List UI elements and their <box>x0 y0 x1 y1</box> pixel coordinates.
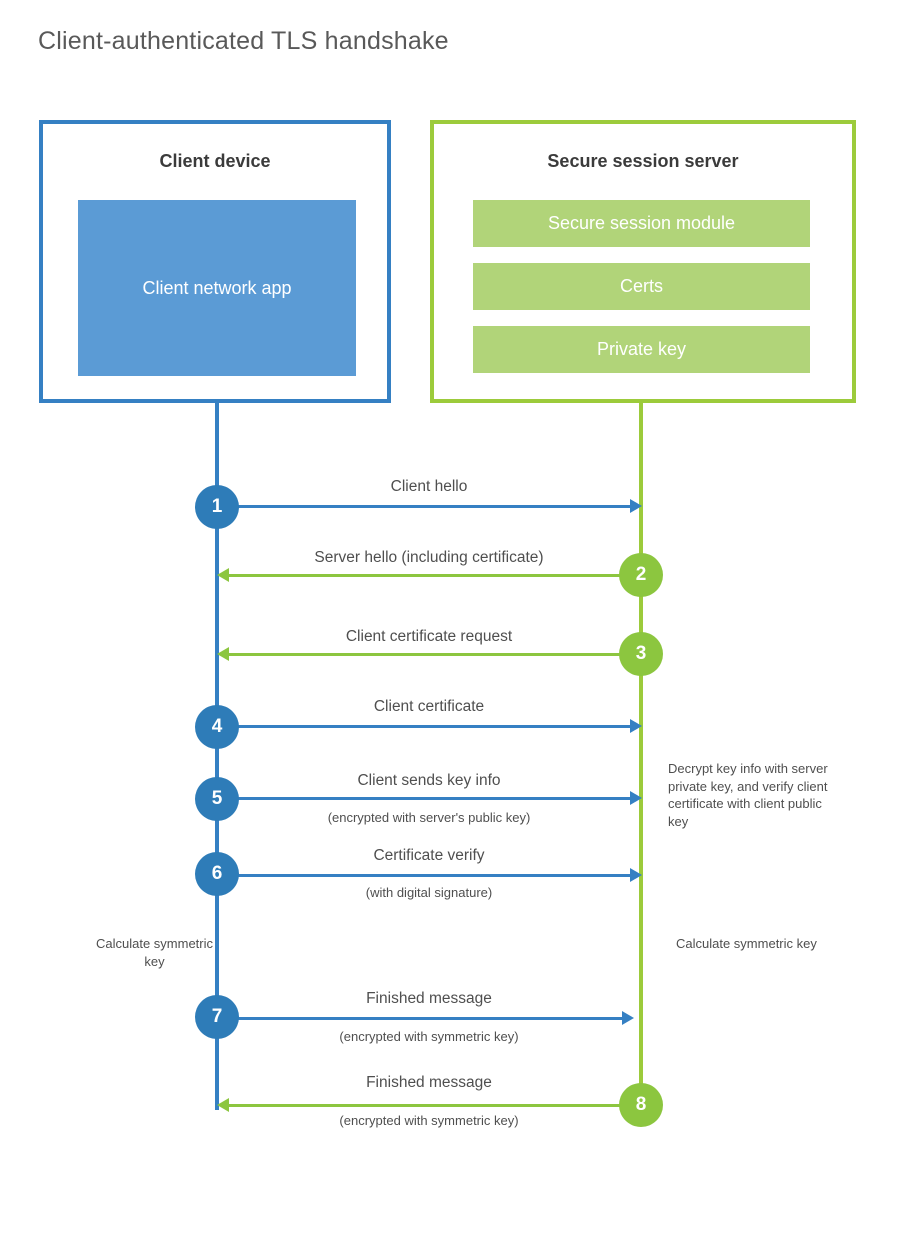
step-6-circle[interactable]: 6 <box>195 852 239 896</box>
server-lifeline <box>639 403 643 1105</box>
private-key-panel: Private key <box>473 326 810 373</box>
step-2-circle[interactable]: 2 <box>619 553 663 597</box>
step-5-arrow-head-icon <box>630 791 642 805</box>
step-1-label: Client hello <box>390 478 468 495</box>
step-5-sublabel: (encrypted with server's public key) <box>327 810 531 825</box>
step-8-arrow-head-icon <box>217 1098 229 1112</box>
step-6-arrow-head-icon <box>630 868 642 882</box>
secure-session-server-box: Secure session server Secure session mod… <box>430 120 856 403</box>
step-3-label: Client certificate request <box>345 628 513 645</box>
step-2-arrow-head-icon <box>217 568 229 582</box>
step-7-arrow-line <box>230 1017 622 1020</box>
step-1-circle[interactable]: 1 <box>195 485 239 529</box>
step-6-sublabel: (with digital signature) <box>365 885 493 900</box>
client-device-box: Client device Client network app <box>39 120 391 403</box>
step-2-label: Server hello (including certificate) <box>314 549 544 566</box>
step-4-label: Client certificate <box>373 698 485 715</box>
secure-session-module-panel: Secure session module <box>473 200 810 247</box>
step-3-arrow-line <box>229 653 629 656</box>
step-8-sublabel: (encrypted with symmetric key) <box>339 1113 519 1128</box>
step-8-circle[interactable]: 8 <box>619 1083 663 1127</box>
step-7-label: Finished message <box>366 990 492 1007</box>
client-lifeline <box>215 403 219 1110</box>
step-5-arrow-line <box>230 797 630 800</box>
step-5-circle[interactable]: 5 <box>195 777 239 821</box>
secure-session-server-title: Secure session server <box>547 151 739 171</box>
step-1-arrow-head-icon <box>630 499 642 513</box>
step-6-arrow-line <box>230 874 630 877</box>
step-7-arrow-head-icon <box>622 1011 634 1025</box>
step-3-arrow-head-icon <box>217 647 229 661</box>
step-8-arrow-line <box>229 1104 629 1107</box>
client-device-title: Client device <box>159 151 271 171</box>
page-title: Client-authenticated TLS handshake <box>38 27 449 55</box>
step-6-label: Certificate verify <box>373 847 485 864</box>
client-network-app-panel: Client network app <box>78 200 356 376</box>
step-1-arrow-line <box>230 505 630 508</box>
step-5-label: Client sends key info <box>357 772 501 789</box>
step-4-circle[interactable]: 4 <box>195 705 239 749</box>
step-2-arrow-line <box>229 574 629 577</box>
step-7-sublabel: (encrypted with symmetric key) <box>339 1029 519 1044</box>
step-4-arrow-head-icon <box>630 719 642 733</box>
step-4-arrow-line <box>230 725 630 728</box>
client-calculate-symmetric-key-note: Calculate symmetric key <box>95 936 214 969</box>
certs-panel: Certs <box>473 263 810 310</box>
step-3-circle[interactable]: 3 <box>619 632 663 676</box>
step-8-label: Finished message <box>366 1074 492 1091</box>
step-7-circle[interactable]: 7 <box>195 995 239 1039</box>
server-calculate-symmetric-key-note: Calculate symmetric key <box>676 936 817 951</box>
server-decrypt-note: Decrypt key info with server private key… <box>668 761 828 829</box>
